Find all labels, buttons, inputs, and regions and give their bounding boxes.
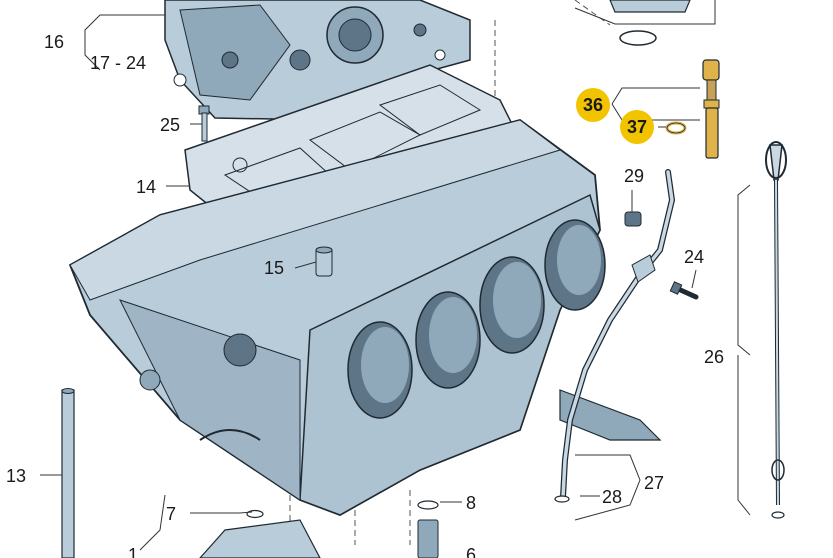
- cylinder-head: [164, 0, 471, 121]
- callout-27: 27: [644, 473, 665, 493]
- dowel-13: [61, 388, 75, 558]
- leader-lines: [40, 0, 751, 551]
- callout-37: 37: [620, 110, 654, 144]
- callout-28: 28: [602, 487, 623, 507]
- o-ring-37: [665, 121, 687, 135]
- engine-block: [68, 119, 662, 516]
- callout-15: 15: [264, 258, 285, 278]
- bolt-24: [669, 281, 699, 300]
- callout-6: 6: [466, 545, 477, 558]
- callout-17-24: 17 - 24: [90, 53, 147, 73]
- callout-26: 26: [704, 347, 725, 367]
- bottom-parts: [199, 500, 439, 558]
- callout-1: 1: [128, 545, 139, 558]
- dipstick-guide-tube: [554, 169, 676, 503]
- callout-25: 25: [160, 115, 181, 135]
- callout-8: 8: [466, 493, 477, 513]
- oil-dipstick-26: [765, 141, 787, 519]
- callout-16: 16: [44, 32, 65, 52]
- bolt-25: [198, 105, 210, 142]
- callout-14: 14: [136, 177, 157, 197]
- callout-24: 24: [684, 247, 705, 267]
- cap-29: [624, 211, 642, 227]
- callout-29: 29: [624, 166, 645, 186]
- oil-pressure-valve-36: [702, 59, 720, 159]
- sleeve-15: [315, 246, 333, 277]
- oil-filter: [609, 0, 691, 46]
- callout-13: 13: [6, 466, 27, 486]
- callout-7: 7: [166, 504, 177, 524]
- callout-36: 36: [576, 88, 610, 122]
